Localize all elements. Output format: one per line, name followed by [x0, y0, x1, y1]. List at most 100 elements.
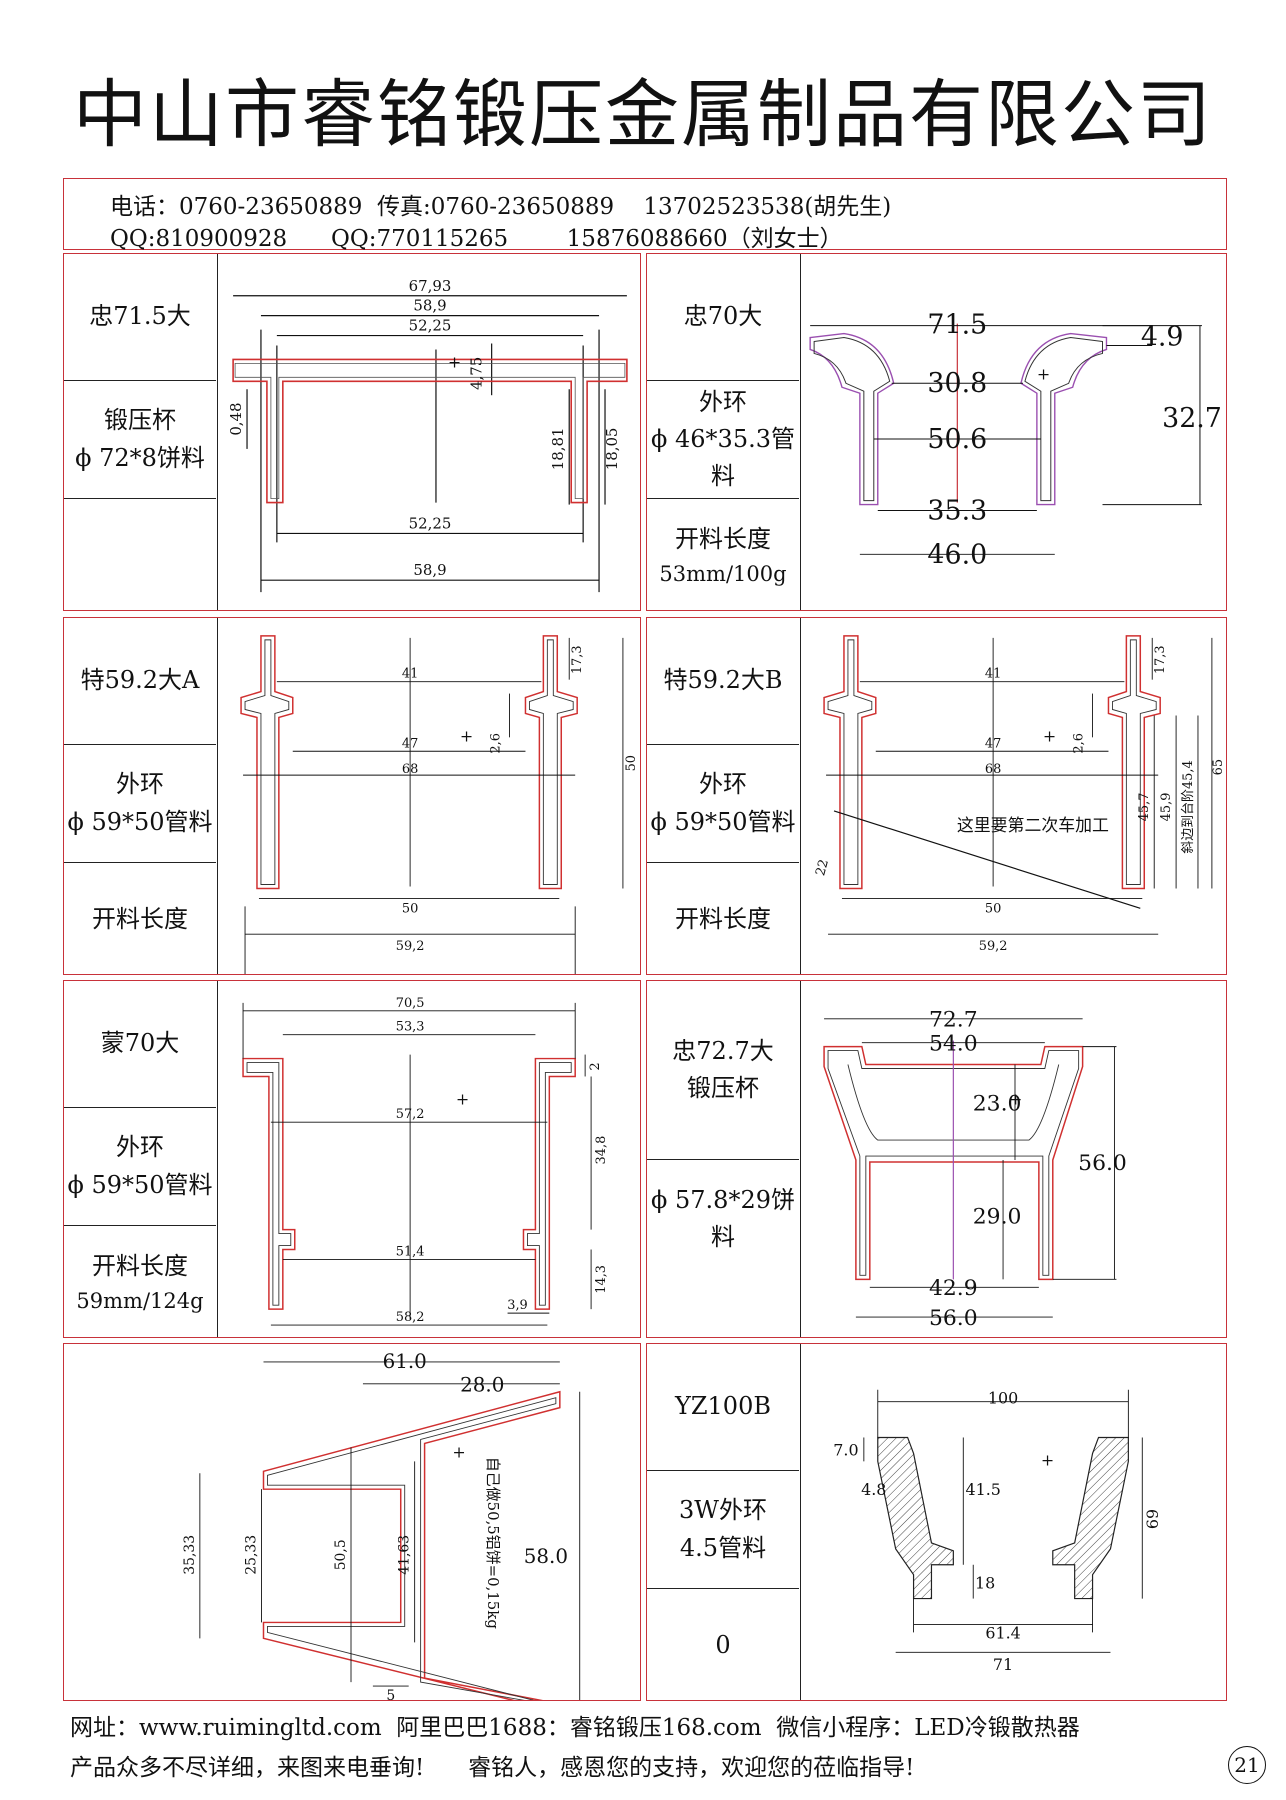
dim-label: 14,3 — [594, 1265, 609, 1294]
dim-label: 2 — [588, 1062, 603, 1070]
product-panel-te59-2-a: 特59.2大A 外环 ϕ 59*50管料 开料长度 + — [63, 617, 641, 975]
label-column: 特59.2大B 外环 ϕ 59*50管料 开料长度 — [647, 618, 801, 974]
dim-label: 17,3 — [1153, 645, 1168, 674]
dim-label: 54.0 — [929, 1032, 978, 1057]
technical-drawing: + 67,93 58,9 52,25 4,75 0,48 18,81 18,05… — [227, 277, 628, 593]
product-name-text: 忠71.5大 — [89, 302, 191, 331]
dim-label: 50.6 — [927, 424, 987, 455]
dim-label: 41 — [985, 667, 1001, 682]
material-spec: ϕ 72*8饼料 — [75, 443, 205, 472]
technical-drawing: + 71.5 4.9 30.8 32.7 50.6 35.3 46 — [809, 310, 1222, 570]
product-name-text: 特59.2大A — [80, 666, 200, 695]
contact-box: 电话：0760-23650889 传真:0760-23650889 137025… — [63, 178, 1227, 252]
footer-slogan-line: 产品众多不尽详细，来图来电垂询! 睿铭人，感恩您的支持，欢迎您的莅临指导! — [70, 1755, 915, 1781]
product-name-text: 忠72.7大 — [672, 1036, 774, 1065]
dim-label: 30.8 — [927, 368, 987, 399]
product-name: 忠71.5大 — [64, 254, 216, 380]
cut-length-label: 开料长度 — [675, 524, 771, 553]
label-column: 忠72.7大 锻压杯 ϕ 57.8*29饼料 — [647, 981, 801, 1337]
dim-label: 53,3 — [396, 1020, 425, 1035]
product-panel-drawing-only: + 61.0 28.0 35,33 25,33 50,5 41,63 58.0 … — [63, 1343, 641, 1701]
dim-label: 50 — [624, 755, 639, 771]
dim-label: 28.0 — [460, 1374, 504, 1397]
product-panel-zhong70: 忠70大 外环 ϕ 46*35.3管料 开料长度 53mm/100g + — [646, 253, 1227, 611]
cut-length-cell: 开料长度 59mm/124g — [64, 1225, 216, 1339]
material-cell: 锻压杯 ϕ 72*8饼料 — [64, 380, 216, 498]
dim-label: 61.0 — [383, 1350, 427, 1373]
drawing-area: + 41 17,3 2,6 47 68 50 50 — [220, 618, 640, 974]
technical-drawing: + 41 17,3 2,6 47 68 这里要第二次车加工 — [813, 635, 1226, 954]
dim-label: 50 — [402, 901, 418, 916]
dim-label: 5 — [386, 1688, 395, 1700]
dim-label: 47 — [402, 736, 418, 751]
product-name: 忠72.7大 锻压杯 — [647, 981, 799, 1159]
dim-label: 58.0 — [524, 1545, 568, 1568]
dim-label: 50,5 — [333, 1539, 349, 1570]
product-panel-te59-2-b: 特59.2大B 外环 ϕ 59*50管料 开料长度 + — [646, 617, 1227, 975]
dim-label: 59,2 — [979, 939, 1008, 954]
dim-label: 35,33 — [182, 1535, 198, 1575]
svg-text:+: + — [460, 726, 473, 745]
dim-label: 32.7 — [1162, 403, 1222, 434]
material-cell: 外环 ϕ 46*35.3管料 — [647, 380, 799, 498]
dim-label: 59,2 — [396, 939, 425, 954]
machining-note: 这里要第二次车加工 — [957, 815, 1109, 835]
cut-length-label: 开料长度 — [675, 904, 771, 933]
svg-text:+: + — [452, 1442, 465, 1461]
material-spec: ϕ 46*35.3管料 — [651, 424, 795, 491]
drawing-area: + 41 17,3 2,6 47 68 这里要第二次车加工 — [803, 618, 1226, 974]
cut-length-value: 59mm/124g — [76, 1288, 204, 1313]
dim-label: 46.0 — [927, 539, 987, 570]
svg-text:+: + — [448, 352, 461, 371]
material-cell: 外环 ϕ 59*50管料 — [64, 744, 216, 862]
svg-text:+: + — [1037, 364, 1050, 383]
dim-label: 2,6 — [489, 733, 504, 754]
drawing-area: + 67,93 58,9 52,25 4,75 0,48 18,81 18,05… — [220, 254, 640, 610]
material-cell: ϕ 57.8*29饼料 — [647, 1159, 799, 1339]
svg-text:+: + — [1009, 1089, 1022, 1108]
cut-length-cell: 开料长度 — [64, 862, 216, 976]
dim-label: 58,9 — [413, 561, 446, 579]
dim-label: 35.3 — [927, 496, 987, 527]
drawing-area: + 72.7 54.0 23.0 56.0 29.0 42.9 56.0 — [803, 981, 1226, 1337]
material-type: 外环 — [699, 770, 747, 799]
material-spec: ϕ 59*50管料 — [650, 807, 796, 836]
product-name: 忠70大 — [647, 254, 799, 380]
dim-label: 41.5 — [965, 1480, 1000, 1499]
svg-text:+: + — [456, 1089, 469, 1108]
material-spec: ϕ 59*50管料 — [67, 807, 213, 836]
dim-label: 71 — [993, 1655, 1013, 1674]
dim-label: 56.0 — [1078, 1151, 1127, 1176]
dim-label: 58,2 — [396, 1310, 425, 1325]
dim-label: 100 — [988, 1389, 1018, 1408]
technical-drawing: + 61.0 28.0 35,33 25,33 50,5 41,63 58.0 … — [182, 1350, 581, 1700]
dim-label: 0,48 — [227, 402, 245, 435]
dim-label: 4.8 — [861, 1480, 886, 1499]
dim-label: 57,2 — [396, 1107, 425, 1122]
product-name-text: 蒙70大 — [100, 1029, 180, 1058]
dim-label: 3,9 — [507, 1298, 528, 1313]
dim-label: 45,9 — [1159, 793, 1174, 822]
dim-label: 25,33 — [244, 1535, 260, 1575]
drawing-area: + 71.5 4.9 30.8 32.7 50.6 35.3 46 — [803, 254, 1226, 610]
label-column: 忠71.5大 锻压杯 ϕ 72*8饼料 — [64, 254, 218, 610]
technical-drawing: + 41 17,3 2,6 47 68 50 50 — [240, 635, 639, 974]
dim-label: 17,3 — [570, 645, 585, 674]
drawing-area: + 70,5 53,3 2 57,2 34,8 51,4 — [220, 981, 640, 1337]
dim-label: 47 — [985, 736, 1001, 751]
product-panel-meng70: 蒙70大 外环 ϕ 59*50管料 开料长度 59mm/124g + — [63, 980, 641, 1338]
value-cell: 0 — [647, 1588, 799, 1702]
label-column: 蒙70大 外环 ϕ 59*50管料 开料长度 59mm/124g — [64, 981, 218, 1337]
dim-label: 45,7 — [1137, 793, 1152, 822]
dim-label: 50 — [985, 901, 1001, 916]
label-column: YZ100B 3W外环 4.5管料 0 — [647, 1344, 801, 1700]
dim-label: 72.7 — [929, 1008, 978, 1033]
material-spec: ϕ 57.8*29饼料 — [651, 1186, 795, 1252]
material-type: 外环 — [116, 1133, 164, 1162]
contact-qq-line: QQ:810900928 QQ:770115265 15876088660（刘女… — [110, 226, 843, 252]
label-column: 忠70大 外环 ϕ 46*35.3管料 开料长度 53mm/100g — [647, 254, 801, 610]
footer-website-line: 网址：www.ruimingltd.com 阿里巴巴1688：睿铭锻压168.c… — [70, 1715, 1080, 1741]
empty-cell — [64, 498, 216, 612]
cut-length-cell: 开料长度 — [647, 862, 799, 976]
dim-label: 18 — [975, 1574, 995, 1593]
